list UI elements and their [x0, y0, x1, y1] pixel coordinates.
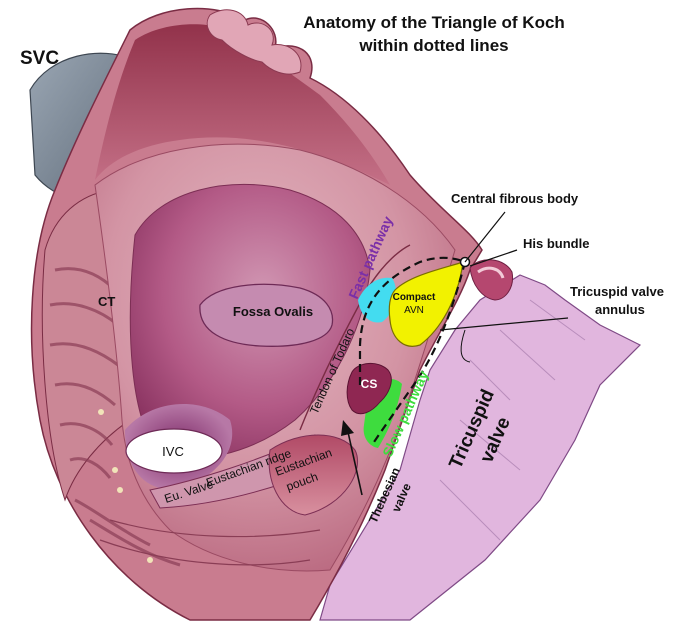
fossa-ovalis-shape	[199, 283, 334, 347]
cs-label: CS	[361, 377, 378, 391]
ct-label: CT	[98, 294, 115, 309]
coronary-sinus-shape	[346, 363, 392, 415]
tricuspid-annulus-line2: annulus	[595, 302, 645, 317]
compact-avn-line1: Compact	[393, 292, 436, 303]
compact-avn-line2: AVN	[404, 305, 424, 316]
upper-atrial-wall-band	[95, 24, 390, 186]
ivc-label: IVC	[162, 444, 184, 459]
his-bundle-shape	[469, 259, 514, 301]
fossa-ovalis-label: Fossa Ovalis	[233, 304, 313, 319]
compact-avn-shape	[388, 261, 464, 347]
tricuspid-valve-leaflet	[319, 274, 642, 621]
appendage-lobes	[206, 9, 302, 75]
annulus-curve	[460, 329, 471, 363]
ct-wall-dots	[98, 409, 153, 563]
ivc-opening	[125, 428, 223, 474]
tricuspid-leaflet-folds	[439, 299, 586, 541]
eustachian-pouch-shape	[268, 434, 359, 516]
annulus-leader	[439, 317, 569, 331]
cfb-leader	[464, 211, 506, 263]
tricuspid-annulus-line1: Tricuspid valve	[570, 284, 664, 299]
svc-label: SVC	[20, 48, 59, 69]
fast-pathway-region	[358, 277, 397, 323]
pectinate-muscle-strands	[49, 267, 181, 567]
his-leader	[469, 249, 518, 267]
his-bundle-lip	[477, 266, 505, 279]
his-bundle-label: His bundle	[523, 236, 589, 251]
thebesian-arrow-line	[347, 431, 363, 496]
title-line-2: within dotted lines	[358, 36, 508, 55]
central-fibrous-body-label: Central fibrous body	[451, 191, 579, 206]
thebesian-arrowhead	[341, 420, 354, 436]
atrial-floor-lines	[99, 519, 321, 566]
title-line-1: Anatomy of the Triangle of Koch	[303, 13, 565, 32]
